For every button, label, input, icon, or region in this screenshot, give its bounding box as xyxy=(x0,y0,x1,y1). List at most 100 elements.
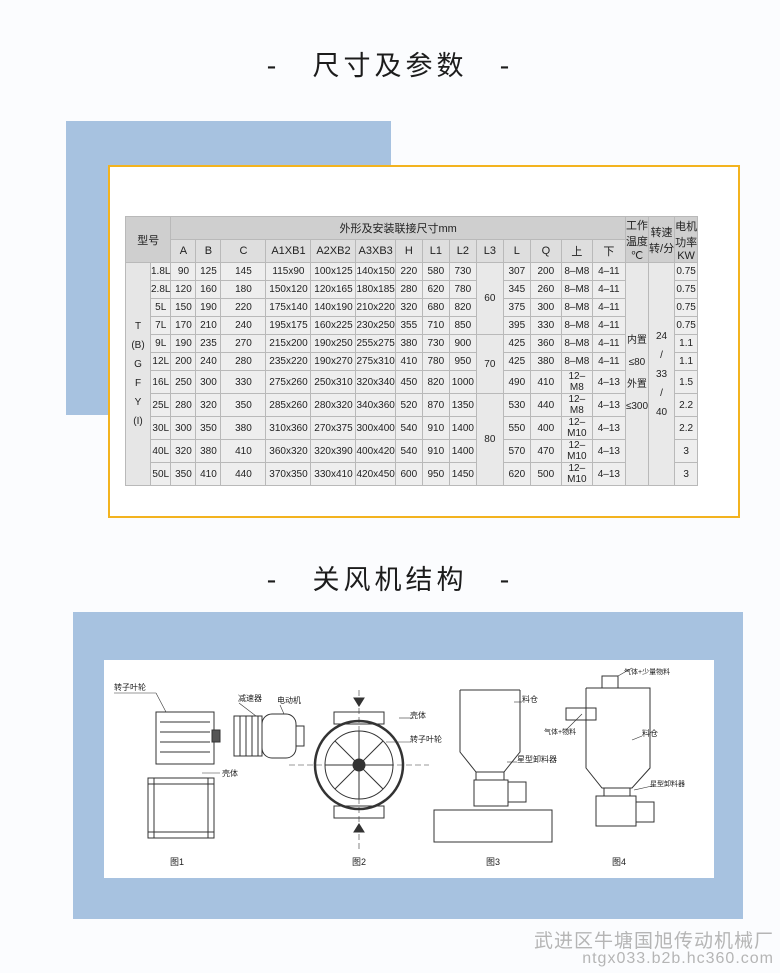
table-cell: 280 xyxy=(394,280,423,299)
fig3-caption: 图3 xyxy=(486,857,500,867)
table-cell: 190x250 xyxy=(310,334,357,353)
header-temperature: 工作温度℃ xyxy=(624,216,650,263)
table-cell: 360x320 xyxy=(265,439,312,463)
table-cell: 195x175 xyxy=(265,316,312,335)
fig4-label-bin: 料仓 xyxy=(642,728,658,738)
table-cell: 8–M8 xyxy=(560,298,593,317)
table-cell: 8–M8 xyxy=(560,316,593,335)
structure-diagrams: 转子叶轮 减速器 电动机 壳体 图1 壳体 转子叶轮 图2 xyxy=(114,667,685,867)
power-value: 0.75 xyxy=(674,316,699,335)
fig1-caption: 图1 xyxy=(170,857,184,867)
table-cell: 425 xyxy=(502,334,531,353)
table-cell: 25L xyxy=(149,393,172,417)
table-cell: 190 xyxy=(170,334,197,353)
table-cell: 375 xyxy=(502,298,531,317)
table-cell: 360 xyxy=(529,334,562,353)
table-cell: 115x90 xyxy=(265,262,312,281)
column-header: A xyxy=(170,239,197,263)
title-dash-right: - xyxy=(499,565,514,596)
table-cell: 370x350 xyxy=(265,462,312,486)
table-cell: 145 xyxy=(220,262,267,281)
table-cell: 900 xyxy=(448,334,477,353)
table-cell: 220 xyxy=(394,262,423,281)
table-cell: 600 xyxy=(394,462,423,486)
column-header: H xyxy=(394,239,423,263)
table-cell: 180 xyxy=(220,280,267,299)
fig2-label-housing: 壳体 xyxy=(410,710,426,720)
series-letter: G xyxy=(134,359,142,370)
watermark-company: 武进区牛塘国旭传动机械厂 xyxy=(533,931,774,952)
table-cell: 125 xyxy=(195,262,222,281)
table-cell: 345 xyxy=(502,280,531,299)
table-cell: 4–13 xyxy=(591,393,626,417)
table-cell: 275x260 xyxy=(265,370,312,394)
section-title-dimensions: -尺寸及参数- xyxy=(0,44,780,83)
table-cell: 330 xyxy=(220,370,267,394)
table-cell: 410 xyxy=(529,370,562,394)
fig4-label-gas-material: 气体+物料 xyxy=(544,727,576,736)
header-power-line: KW xyxy=(677,249,695,262)
table-cell: 570 xyxy=(502,439,531,463)
table-cell: 350 xyxy=(195,416,222,440)
table-cell: 160x225 xyxy=(310,316,357,335)
fig2-label-rotor: 转子叶轮 xyxy=(410,734,442,744)
fig4-label-gas-small: 气体+少量物料 xyxy=(624,667,670,676)
table-cell: 380 xyxy=(195,439,222,463)
temp-line: ≤80 xyxy=(628,357,646,368)
speed-line: / xyxy=(660,349,663,361)
series-letter: F xyxy=(134,378,142,389)
table-cell: 470 xyxy=(529,439,562,463)
table-cell: 270 xyxy=(220,334,267,353)
table-cell: 950 xyxy=(421,462,450,486)
table-cell: 235 xyxy=(195,334,222,353)
column-header: B xyxy=(195,239,222,263)
table-cell: 490 xyxy=(502,370,531,394)
table-cell: 300 xyxy=(195,370,222,394)
table-cell: 4–11 xyxy=(591,352,626,371)
table-cell: 90 xyxy=(170,262,197,281)
column-header: C xyxy=(220,239,267,263)
figure-4: 气体+少量物料 气体+物料 料仓 星型卸料器 图4 xyxy=(544,667,685,867)
table-cell: 270x375 xyxy=(310,416,357,440)
table-cell: 285x260 xyxy=(265,393,312,417)
table-cell: 320x340 xyxy=(355,370,396,394)
table-cell: 910 xyxy=(421,439,450,463)
power-value: 1.1 xyxy=(674,334,699,353)
header-speed: 转速转/分 xyxy=(648,216,676,263)
table-cell: 550 xyxy=(502,416,531,440)
table-cell: 275x310 xyxy=(355,352,396,371)
table-cell: 7L xyxy=(149,316,172,335)
table-cell: 150x120 xyxy=(265,280,312,299)
table-cell: 280 xyxy=(220,352,267,371)
table-cell: 8–M8 xyxy=(560,352,593,371)
column-header: A2XB2 xyxy=(310,239,357,263)
column-header: A3XB3 xyxy=(355,239,396,263)
table-cell: 350 xyxy=(220,393,267,417)
power-value: 0.75 xyxy=(674,298,699,317)
table-cell: 730 xyxy=(421,334,450,353)
column-header: L3 xyxy=(475,239,504,263)
table-cell: 1000 xyxy=(448,370,477,394)
table-cell: 230x250 xyxy=(355,316,396,335)
table-cell: 780 xyxy=(421,352,450,371)
table-cell: 820 xyxy=(421,370,450,394)
table-cell: 320 xyxy=(170,439,197,463)
header-speed-line: 转速 xyxy=(650,226,673,239)
table-cell: 235x220 xyxy=(265,352,312,371)
table-cell: 210x220 xyxy=(355,298,396,317)
table-cell: 1400 xyxy=(448,416,477,440)
temp-line: ≤300 xyxy=(625,401,649,412)
table-cell: 4–11 xyxy=(591,298,626,317)
table-cell: 330x410 xyxy=(310,462,357,486)
table-cell: 300x400 xyxy=(355,416,396,440)
table-cell: 240 xyxy=(195,352,222,371)
fig1-label-reducer: 减速器 xyxy=(238,693,262,703)
